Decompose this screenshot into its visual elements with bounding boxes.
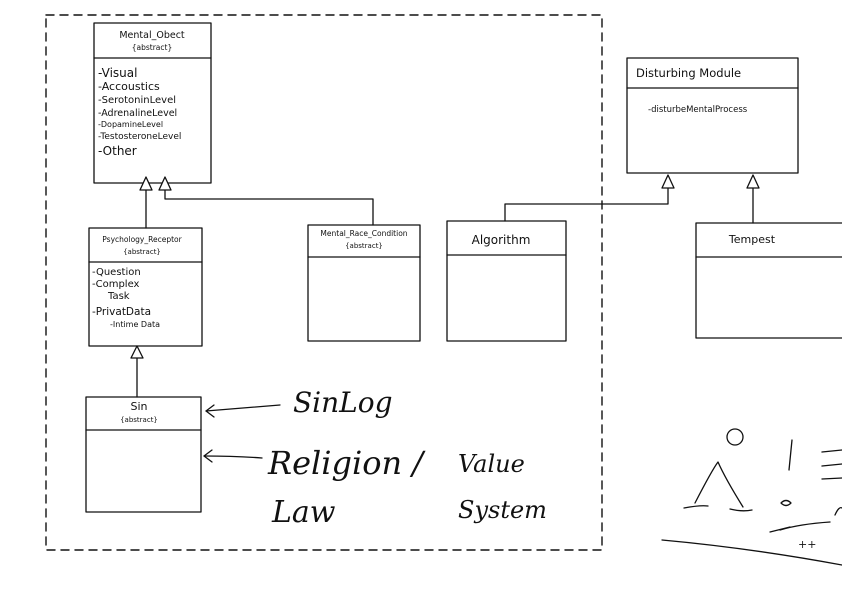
- class-stereotype: {abstract}: [120, 416, 158, 424]
- annotation-law: Law: [271, 495, 336, 530]
- annotation-religion: Religion /: [267, 444, 426, 482]
- attribute: -DopamineLevel: [98, 120, 163, 129]
- class-stereotype: {abstract}: [123, 248, 161, 256]
- attribute: -AdrenalineLevel: [98, 108, 177, 119]
- class-name: Disturbing Module: [636, 66, 741, 80]
- association-arrow-sinlog: [205, 404, 281, 418]
- class-name: Mental_Obect: [119, 30, 185, 41]
- inheritance-arrow: [504, 174, 675, 222]
- inheritance-arrow: [130, 345, 144, 398]
- attribute: -Other: [98, 144, 137, 158]
- class-disturbing-module: Disturbing Module -disturbeMentalProcess: [626, 57, 799, 174]
- class-mental-race-condition: Mental_Race_Condition {abstract}: [307, 224, 421, 342]
- class-mental-object: Mental_Obect {abstract} -Visual -Accoust…: [93, 22, 212, 184]
- attribute: -Question: [92, 267, 141, 278]
- attribute: -Visual: [98, 66, 137, 80]
- class-name: Algorithm: [472, 233, 531, 247]
- class-tempest: Tempest: [695, 222, 842, 339]
- annotation-sinlog: SinLog: [293, 386, 393, 419]
- class-psychology-receptor: Psychology_Receptor {abstract} -Question…: [88, 227, 203, 347]
- attribute: -SerotoninLevel: [98, 95, 176, 106]
- inheritance-arrow: [139, 176, 153, 229]
- attribute: -Complex: [92, 279, 140, 290]
- sketch-plus: ++: [798, 538, 816, 551]
- sketch-doodle: ++: [661, 428, 842, 566]
- class-stereotype: {abstract}: [132, 43, 173, 52]
- attribute: -Intime Data: [110, 320, 160, 329]
- attribute: -PrivatData: [92, 306, 151, 318]
- sketch-head: [726, 428, 744, 446]
- inheritance-arrow: [746, 174, 760, 224]
- association-arrow-religion-law: [203, 449, 263, 463]
- class-sin: Sin {abstract}: [85, 396, 202, 513]
- class-name: Sin: [130, 400, 147, 413]
- class-name: Psychology_Receptor: [102, 235, 182, 244]
- class-algorithm: Algorithm: [446, 220, 567, 342]
- class-name: Mental_Race_Condition: [320, 229, 407, 238]
- attribute: -Accoustics: [98, 80, 160, 93]
- attribute: -disturbeMentalProcess: [648, 105, 748, 115]
- annotation-value: Value: [458, 450, 525, 478]
- attribute: -TestosteroneLevel: [98, 132, 181, 142]
- class-stereotype: {abstract}: [345, 242, 383, 250]
- class-name: Tempest: [728, 233, 776, 246]
- attribute: Task: [107, 291, 130, 302]
- inheritance-arrow: [158, 176, 374, 226]
- annotation-system: System: [458, 496, 547, 524]
